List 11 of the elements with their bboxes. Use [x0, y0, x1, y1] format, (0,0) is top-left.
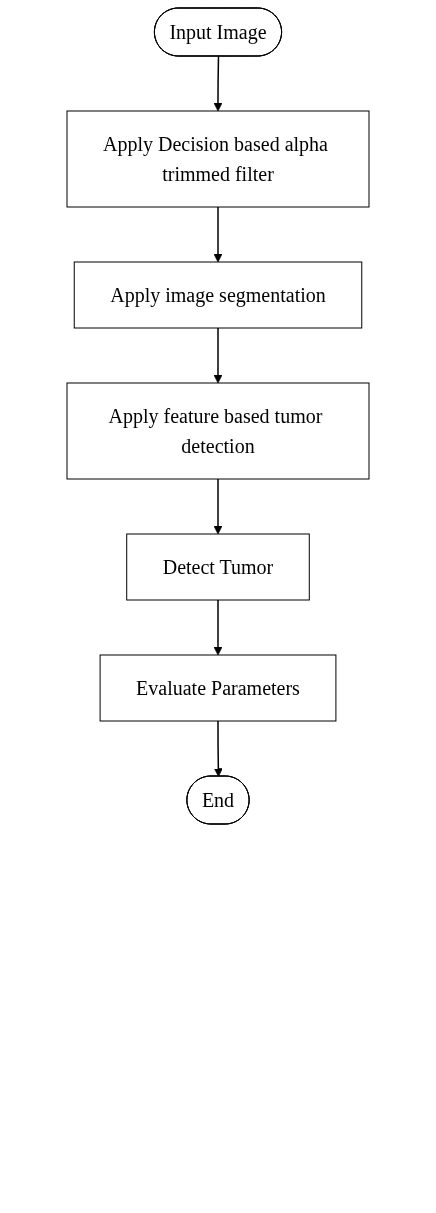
arrow: [213, 55, 223, 112]
node-box: Evaluate Parameters: [99, 654, 337, 722]
node-box: Apply image segmentation: [73, 261, 363, 329]
arrow: [213, 599, 223, 656]
arrow: [213, 206, 223, 263]
node-box: Detect Tumor: [126, 533, 310, 601]
node-box: Apply feature based tumor detection: [66, 382, 370, 480]
arrow: [213, 327, 223, 384]
arrow: [213, 720, 223, 777]
node-box: Apply Decision based alpha trimmed filter: [66, 110, 370, 208]
arrow: [213, 478, 223, 535]
